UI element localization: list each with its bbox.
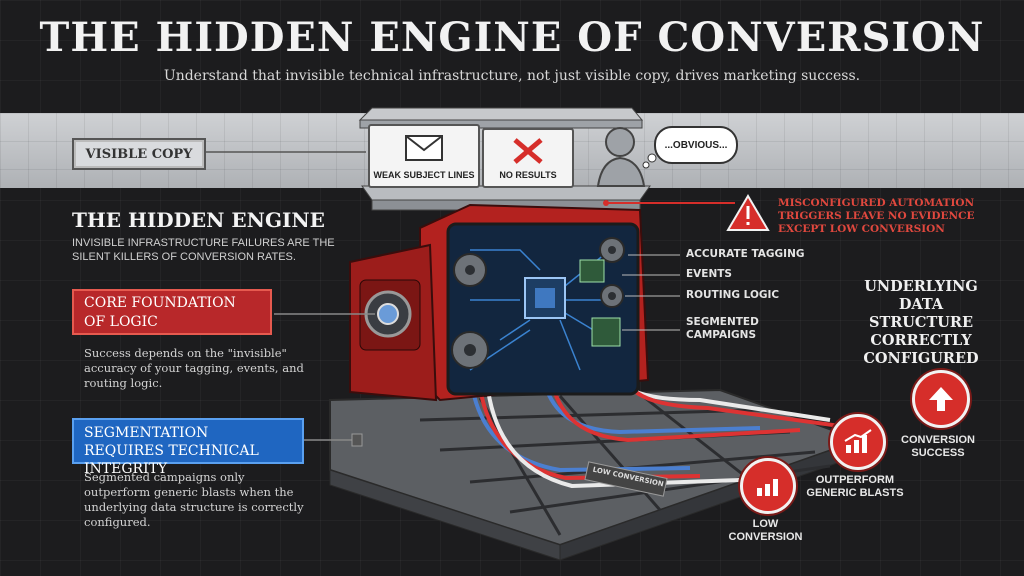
core-foundation-box: CORE FOUNDATION OF LOGIC [72, 289, 272, 335]
outperform-circle [830, 414, 886, 470]
accurate-tagging-label: ACCURATE TAGGING [686, 248, 805, 260]
segmentation-description: Segmented campaigns only outperform gene… [84, 470, 304, 529]
no-results-label: NO RESULTS [499, 170, 557, 180]
conversion-success-label: CONVERSION SUCCESS [901, 434, 975, 459]
segmented-campaigns-label: SEGMENTED CAMPAIGNS [686, 316, 759, 341]
arrow-up-icon [929, 387, 953, 411]
weak-subject-lines-label: WEAK SUBJECT LINES [373, 170, 475, 180]
alert-message: MISCONFIGURED AUTOMATION TRIGGERS LEAVE … [778, 197, 975, 235]
no-results-card: NO RESULTS [482, 128, 574, 188]
underlying-data-structure-label: UNDERLYING DATA STRUCTURE CORRECTLY CONF… [863, 278, 979, 367]
page-title: THE HIDDEN ENGINE OF CONVERSION [39, 14, 985, 61]
low-conversion-label: LOW CONVERSION [728, 518, 803, 543]
page-subtitle: Understand that invisible technical infr… [163, 68, 861, 84]
bar-chart-icon [757, 479, 778, 496]
thought-bubble: ...OBVIOUS... [654, 126, 738, 164]
weak-subject-lines-card: WEAK SUBJECT LINES [368, 124, 480, 188]
segmentation-box: SEGMENTATION REQUIRES TECHNICAL INTEGRIT… [72, 418, 304, 477]
low-conversion-circle [740, 458, 796, 514]
outperform-label: OUTPERFORM GENERIC BLASTS [806, 474, 904, 499]
growth-chart-icon [844, 429, 872, 453]
envelope-icon [405, 135, 443, 161]
core-foundation-description: Success depends on the "invisible" accur… [84, 346, 304, 390]
conversion-success-circle [912, 370, 970, 428]
routing-logic-label: ROUTING LOGIC [686, 289, 780, 301]
close-icon [513, 138, 543, 164]
hidden-engine-title: THE HIDDEN ENGINE [72, 208, 325, 232]
hidden-engine-description: Invisible infrastructure failures are th… [72, 237, 335, 263]
visible-copy-label: VISIBLE COPY [72, 138, 206, 170]
events-label: EVENTS [686, 268, 732, 280]
